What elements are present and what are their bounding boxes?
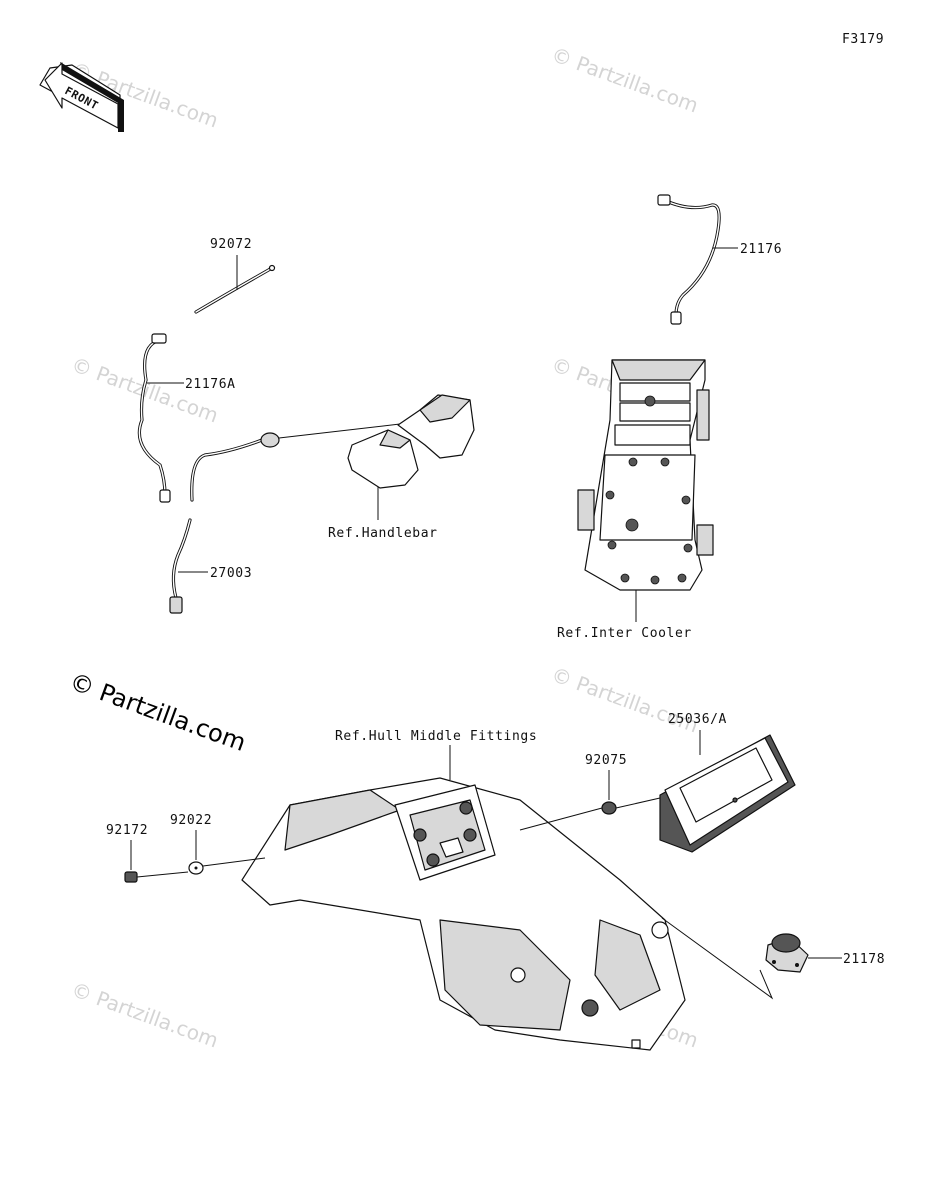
part-21176A-sensor-lead[interactable]: 21176A (137, 333, 236, 503)
part-27003-harness[interactable]: 27003 (169, 518, 252, 614)
ref-handlebar: Ref.Handlebar (328, 526, 438, 541)
handlebar-switch-cable[interactable] (190, 423, 401, 502)
part-21176-sensor[interactable]: 21176 (657, 194, 782, 325)
ref-hull-middle: Ref.Hull Middle Fittings (335, 729, 537, 744)
figure-id: F3179 (842, 32, 884, 47)
watermark: © Partzilla.com (68, 977, 221, 1052)
label-21178: 21178 (843, 952, 885, 967)
label-92172: 92172 (106, 823, 148, 838)
part-25036A-display[interactable]: 25036/A (659, 712, 796, 853)
inter-cooler: Ref.Inter Cooler (557, 359, 714, 641)
label-25036A: 25036/A (668, 712, 727, 727)
handlebar-housing: Ref.Handlebar (328, 394, 475, 541)
part-92075-grommet[interactable]: 92075 (519, 753, 661, 831)
label-21176A: 21176A (185, 377, 236, 392)
watermark-main: © Partzilla.com (66, 667, 250, 757)
part-92022-washer[interactable]: 92022 (170, 813, 266, 875)
label-21176: 21176 (740, 242, 782, 257)
label-92072: 92072 (210, 237, 252, 252)
part-92072-cable-tie[interactable]: 92072 (194, 237, 276, 314)
watermark: © Partzilla.com (548, 42, 701, 117)
ref-inter-cooler: Ref.Inter Cooler (557, 626, 692, 641)
part-21178-switch[interactable]: 21178 (661, 917, 885, 1000)
label-92075: 92075 (585, 753, 627, 768)
label-27003: 27003 (210, 566, 252, 581)
front-direction-arrow-icon: FRONT (39, 62, 124, 132)
part-92172-bolt[interactable]: 92172 (106, 823, 189, 883)
label-92022: 92022 (170, 813, 212, 828)
hull-middle-fittings: Ref.Hull Middle Fittings (241, 729, 686, 1051)
